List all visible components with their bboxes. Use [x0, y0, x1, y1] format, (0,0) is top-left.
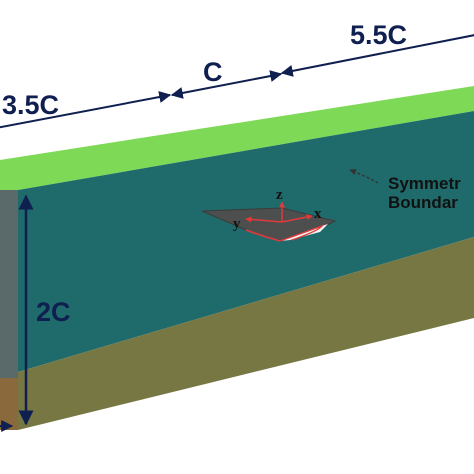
- front-face: [0, 190, 18, 378]
- annotation-line-2: Boundar: [388, 193, 458, 212]
- y-axis: [245, 216, 283, 223]
- wing-leading-edge: [245, 229, 281, 242]
- dimension-label-upstream: 3.5C: [2, 90, 59, 120]
- x-axis-label: x: [314, 206, 322, 222]
- annotation-line-1: Symmetr: [388, 174, 461, 193]
- side-face-bottom-band: [18, 237, 474, 430]
- annotation-pointer: [349, 169, 379, 184]
- dimension-label-downstream: 5.5C: [350, 20, 407, 50]
- dimension-line-downstream: [280, 34, 474, 77]
- z-axis-label: z: [276, 187, 283, 203]
- dimension-label-chord: C: [203, 57, 223, 87]
- dimension-line-chord: [170, 70, 283, 99]
- wing-root-outline: [279, 224, 325, 242]
- coordinate-axes: z x y: [233, 187, 322, 232]
- top-face: [0, 86, 474, 190]
- side-face: [18, 111, 474, 372]
- y-axis-label: y: [233, 216, 241, 232]
- dimension-line-upstream: [0, 91, 172, 129]
- x-axis: [281, 214, 313, 223]
- front-face-bottom: [0, 378, 18, 430]
- dimension-label-height: 2C: [36, 297, 71, 327]
